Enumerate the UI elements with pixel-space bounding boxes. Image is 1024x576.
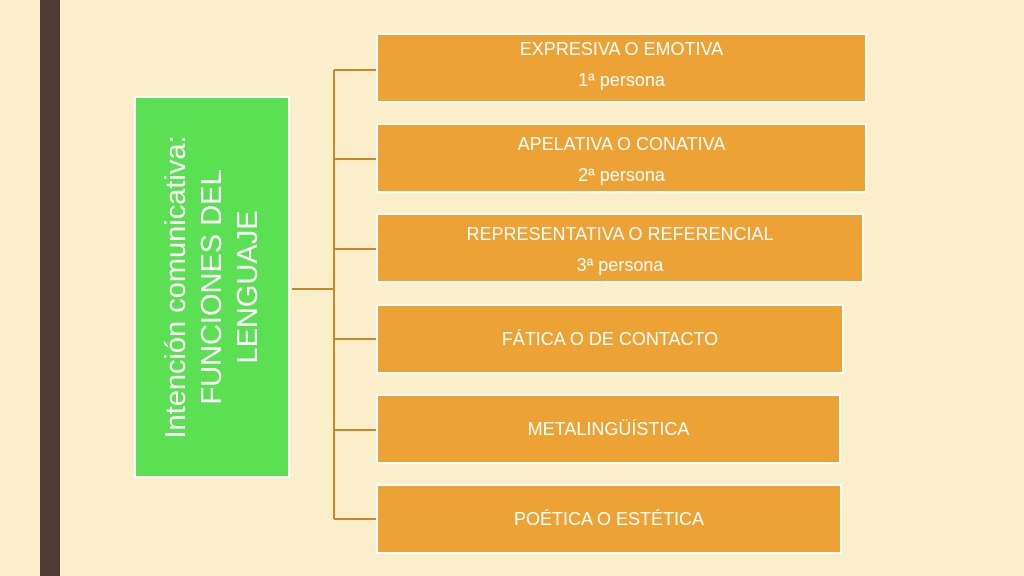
branch-node-metalinguistica: METALINGÜÍSTICA [376,394,841,464]
branch-subtitle: 1ª persona [578,70,665,90]
branch-node-poetica: POÉTICA O ESTÉTICA [376,484,842,554]
root-node: Intención comunicativa: FUNCIONES DEL LE… [134,96,290,478]
branch-title: EXPRESIVA O EMOTIVA [519,39,724,59]
branch-node-fatica: FÁTICA O DE CONTACTO [376,304,844,374]
decorative-side-bar [40,0,60,576]
branch-node-expresiva: EXPRESIVA O EMOTIVA 1ª persona [376,33,867,103]
branch-title: POÉTICA O ESTÉTICA [513,509,705,529]
branch-subtitle: 2ª persona [578,165,665,185]
branch-title: FÁTICA O DE CONTACTO [501,329,719,349]
root-line-3: LENGUAJE [232,210,264,364]
branch-title: APELATIVA O CONATIVA [517,134,726,154]
branch-subtitle: 3ª persona [576,255,664,275]
root-node-text: Intención comunicativa: FUNCIONES DEL LE… [158,102,266,472]
branch-title: REPRESENTATIVA O REFERENCIAL [466,224,774,244]
root-line-2: FUNCIONES DEL [196,169,228,405]
branch-node-apelativa: APELATIVA O CONATIVA 2ª persona [376,123,867,193]
branch-title: METALINGÜÍSTICA [527,419,690,439]
root-line-1: Intención comunicativa: [160,135,192,439]
branch-node-representativa: REPRESENTATIVA O REFERENCIAL 3ª persona [376,213,864,283]
